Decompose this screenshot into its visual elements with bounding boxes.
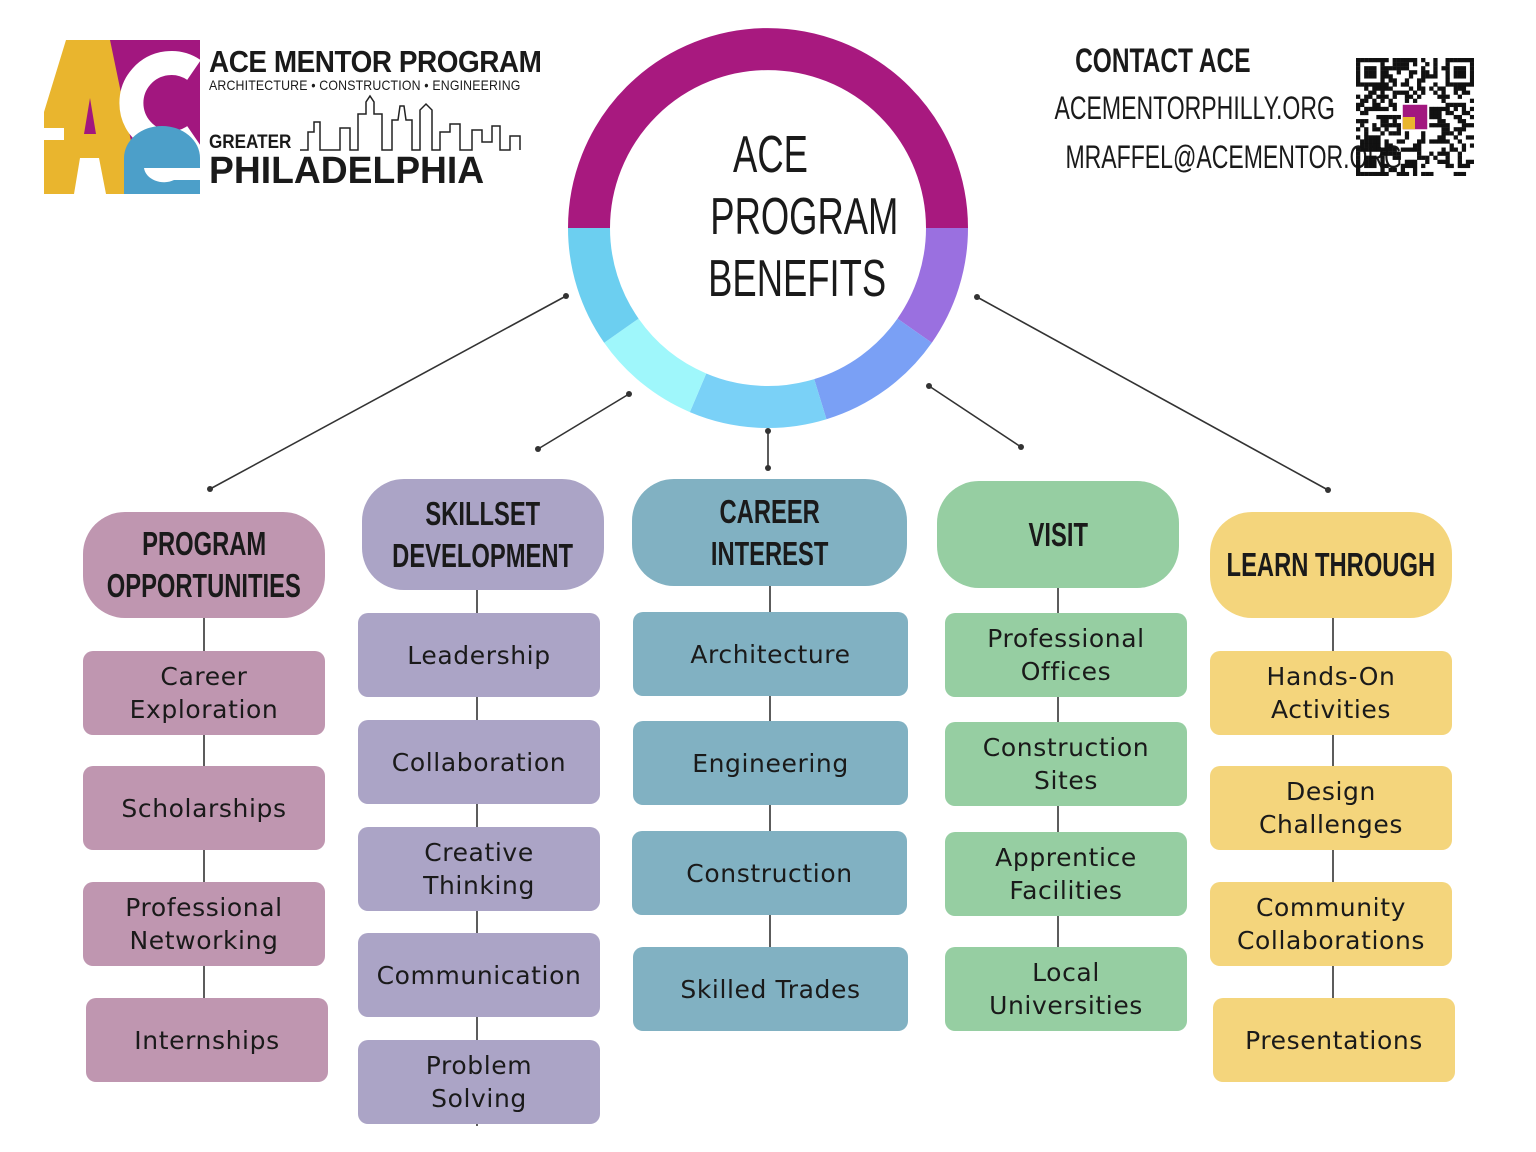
contact-email[interactable]: MRAFFEL@ACEMENTOR.ORG [1065,139,1403,175]
item-design-challenges: Design Challenges [1210,766,1452,850]
item-apprentice-facilities: Apprentice Facilities [945,832,1187,916]
logo-title: ACE MENTOR PROGRAM [209,44,542,79]
header-learn-through: LEARN THROUGH [1210,512,1452,618]
ring-segment-0 [568,28,968,229]
item-construction: Construction [632,831,907,915]
item-architecture: Architecture [633,612,908,696]
item-creative-thinking: Creative Thinking [358,827,600,911]
logo-greater: GREATER [209,132,292,153]
ring-segment-4 [604,318,707,413]
item-leadership: Leadership [358,613,600,697]
qr-code-icon[interactable] [1356,58,1474,176]
item-scholarships: Scholarships [83,766,325,850]
ring-segment-3 [689,373,827,428]
item-professional-networking: Professional Networking [83,882,325,966]
center-title: ACE PROGRAM BENEFITS [708,126,899,308]
item-community-collaborations: Community Collaborations [1210,882,1452,966]
item-professional-offices: Professional Offices [945,613,1187,697]
ring-segment-5 [568,227,639,343]
item-collaboration: Collaboration [358,720,600,804]
header-visit: VISIT [937,481,1179,588]
ring-segment-2 [813,318,932,420]
item-presentations: Presentations [1213,998,1455,1082]
item-local-universities: Local Universities [945,947,1187,1031]
logo-city: PHILADELPHIA [209,150,485,192]
benefits-ring [568,28,968,428]
item-hands-on-activities: Hands-On Activities [1210,651,1452,735]
item-engineering: Engineering [633,721,908,805]
item-problem-solving: Problem Solving [358,1040,600,1124]
item-career-exploration: Career Exploration [83,651,325,735]
item-communication: Communication [358,933,600,1017]
skyline-icon [300,94,521,151]
ace-logo-mark [44,40,200,194]
contact-title: CONTACT ACE [1074,42,1251,80]
logo-subtitle: ARCHITECTURE • CONSTRUCTION • ENGINEERIN… [209,77,521,93]
contact-website[interactable]: ACEMENTORPHILLY.ORG [1054,90,1335,126]
item-skilled-trades: Skilled Trades [633,947,908,1031]
item-construction-sites: Construction Sites [945,722,1187,806]
item-internships: Internships [86,998,328,1082]
ring-segment-1 [897,227,968,343]
